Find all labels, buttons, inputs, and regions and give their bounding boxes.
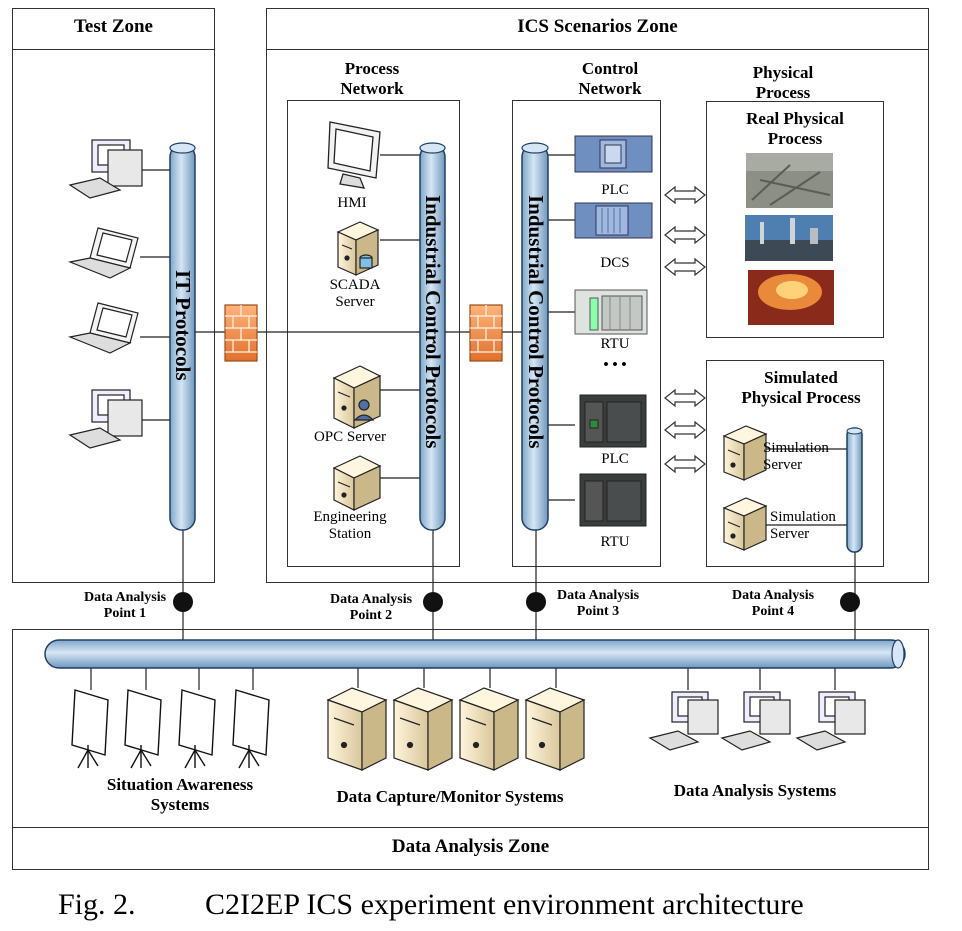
data-analysis-zone-title: Data Analysis Zone <box>391 836 550 857</box>
analysis-desktop-icon-2 <box>720 691 791 751</box>
engineering-station-label: Engineering Station <box>313 509 387 543</box>
plc-label-1: PLC <box>601 182 629 198</box>
figure-number: Fig. 2. <box>58 888 136 921</box>
simulation-server-label-2: Simulation Server <box>770 509 836 543</box>
industrial-protocols-label-1: Industrial Control Protocols <box>421 195 445 449</box>
firewall-icon-2 <box>469 304 503 362</box>
desktop-icon-2 <box>68 389 143 449</box>
capture-server-icon-1 <box>326 687 388 771</box>
analysis-point-3-dot <box>526 592 546 612</box>
scada-server-icon <box>336 221 380 276</box>
plc-device-icon-2 <box>579 394 647 448</box>
plc-label-2: PLC <box>601 451 629 467</box>
analysis-point-1-dot <box>173 592 193 612</box>
data-capture-label: Data Capture/Monitor Systems <box>336 787 564 806</box>
physical-process-photo-1 <box>746 153 833 208</box>
analysis-desktop-icon-3 <box>795 691 866 751</box>
analysis-point-4-dot <box>840 592 860 612</box>
situation-awareness-screens <box>71 689 270 769</box>
opc-server-label: OPC Server <box>313 429 387 445</box>
screen-icon-2 <box>124 689 162 769</box>
process-network-label: Process Network <box>340 59 404 98</box>
laptop-icon-1 <box>67 227 139 279</box>
data-capture-servers <box>326 687 586 771</box>
bidirectional-arrows <box>664 185 706 474</box>
it-protocols-label: IT Protocols <box>171 270 195 381</box>
data-analysis-zone-footer <box>12 827 929 870</box>
industrial-protocols-label-2: Industrial Control Protocols <box>524 195 548 449</box>
simulation-bus <box>846 427 863 553</box>
hmi-monitor-icon <box>327 121 381 189</box>
ellipsis-label: • • • <box>603 357 627 373</box>
screen-icon-3 <box>178 689 216 769</box>
physical-process-label: Physical Process <box>752 63 814 102</box>
physical-process-photo-2 <box>745 215 833 261</box>
screen-icon-4 <box>232 689 270 769</box>
figure-title: C2I2EP ICS experiment environment archit… <box>205 888 804 921</box>
situation-awareness-label: Situation Awareness Systems <box>106 775 254 814</box>
analysis-point-4-label: Data Analysis Point 4 <box>731 588 815 620</box>
analysis-desktop-icon-1 <box>648 691 719 751</box>
rtu-label-1: RTU <box>600 336 630 352</box>
plc-device-icon-1 <box>574 135 653 173</box>
it-protocols-bus <box>169 142 196 531</box>
dcs-device-icon <box>574 202 653 239</box>
industrial-bus-2 <box>521 142 549 531</box>
analysis-point-2-dot <box>423 592 443 612</box>
capture-server-icon-2 <box>392 687 454 771</box>
connector-lines <box>90 154 856 690</box>
industrial-bus-1 <box>419 142 446 531</box>
simulation-server-label-1: Simulation Server <box>763 440 829 474</box>
scada-server-label: SCADA Server <box>329 277 381 311</box>
test-zone-header <box>12 8 215 50</box>
screen-icon-1 <box>71 689 109 769</box>
firewall-icon-1 <box>224 304 258 362</box>
figure-caption: Fig. 2. C2I2EP ICS experiment environmen… <box>58 888 804 922</box>
analysis-point-2-label: Data Analysis Point 2 <box>329 592 413 624</box>
rtu-device-icon-1 <box>574 289 648 335</box>
simulation-server-icon-1 <box>722 425 768 481</box>
data-analysis-systems-label: Data Analysis Systems <box>673 781 837 800</box>
capture-server-icon-3 <box>458 687 520 771</box>
desktop-icon-1 <box>68 139 143 199</box>
capture-server-icon-4 <box>524 687 586 771</box>
dcs-label: DCS <box>600 255 630 271</box>
analysis-point-1-label: Data Analysis Point 1 <box>83 590 167 622</box>
rtu-label-2: RTU <box>600 534 630 550</box>
opc-server-icon <box>332 365 382 429</box>
laptop-icon-2 <box>67 302 139 354</box>
ics-zone-title: ICS Scenarios Zone <box>517 16 678 37</box>
data-analysis-desktops <box>648 691 866 751</box>
real-physical-process-label: Real Physical Process <box>746 109 844 148</box>
control-network-label: Control Network <box>578 59 642 98</box>
test-zone-title: Test Zone <box>73 16 153 37</box>
simulation-server-icon-2 <box>722 497 768 551</box>
rtu-device-icon-2 <box>579 473 647 527</box>
physical-process-photo-3 <box>748 270 834 325</box>
ics-zone-header <box>266 8 929 50</box>
analysis-bus <box>44 639 906 669</box>
simulated-physical-process-label: Simulated Physical Process <box>741 368 861 407</box>
hmi-label: HMI <box>337 195 367 211</box>
engineering-station-icon <box>332 455 382 511</box>
analysis-point-3-label: Data Analysis Point 3 <box>556 588 640 620</box>
